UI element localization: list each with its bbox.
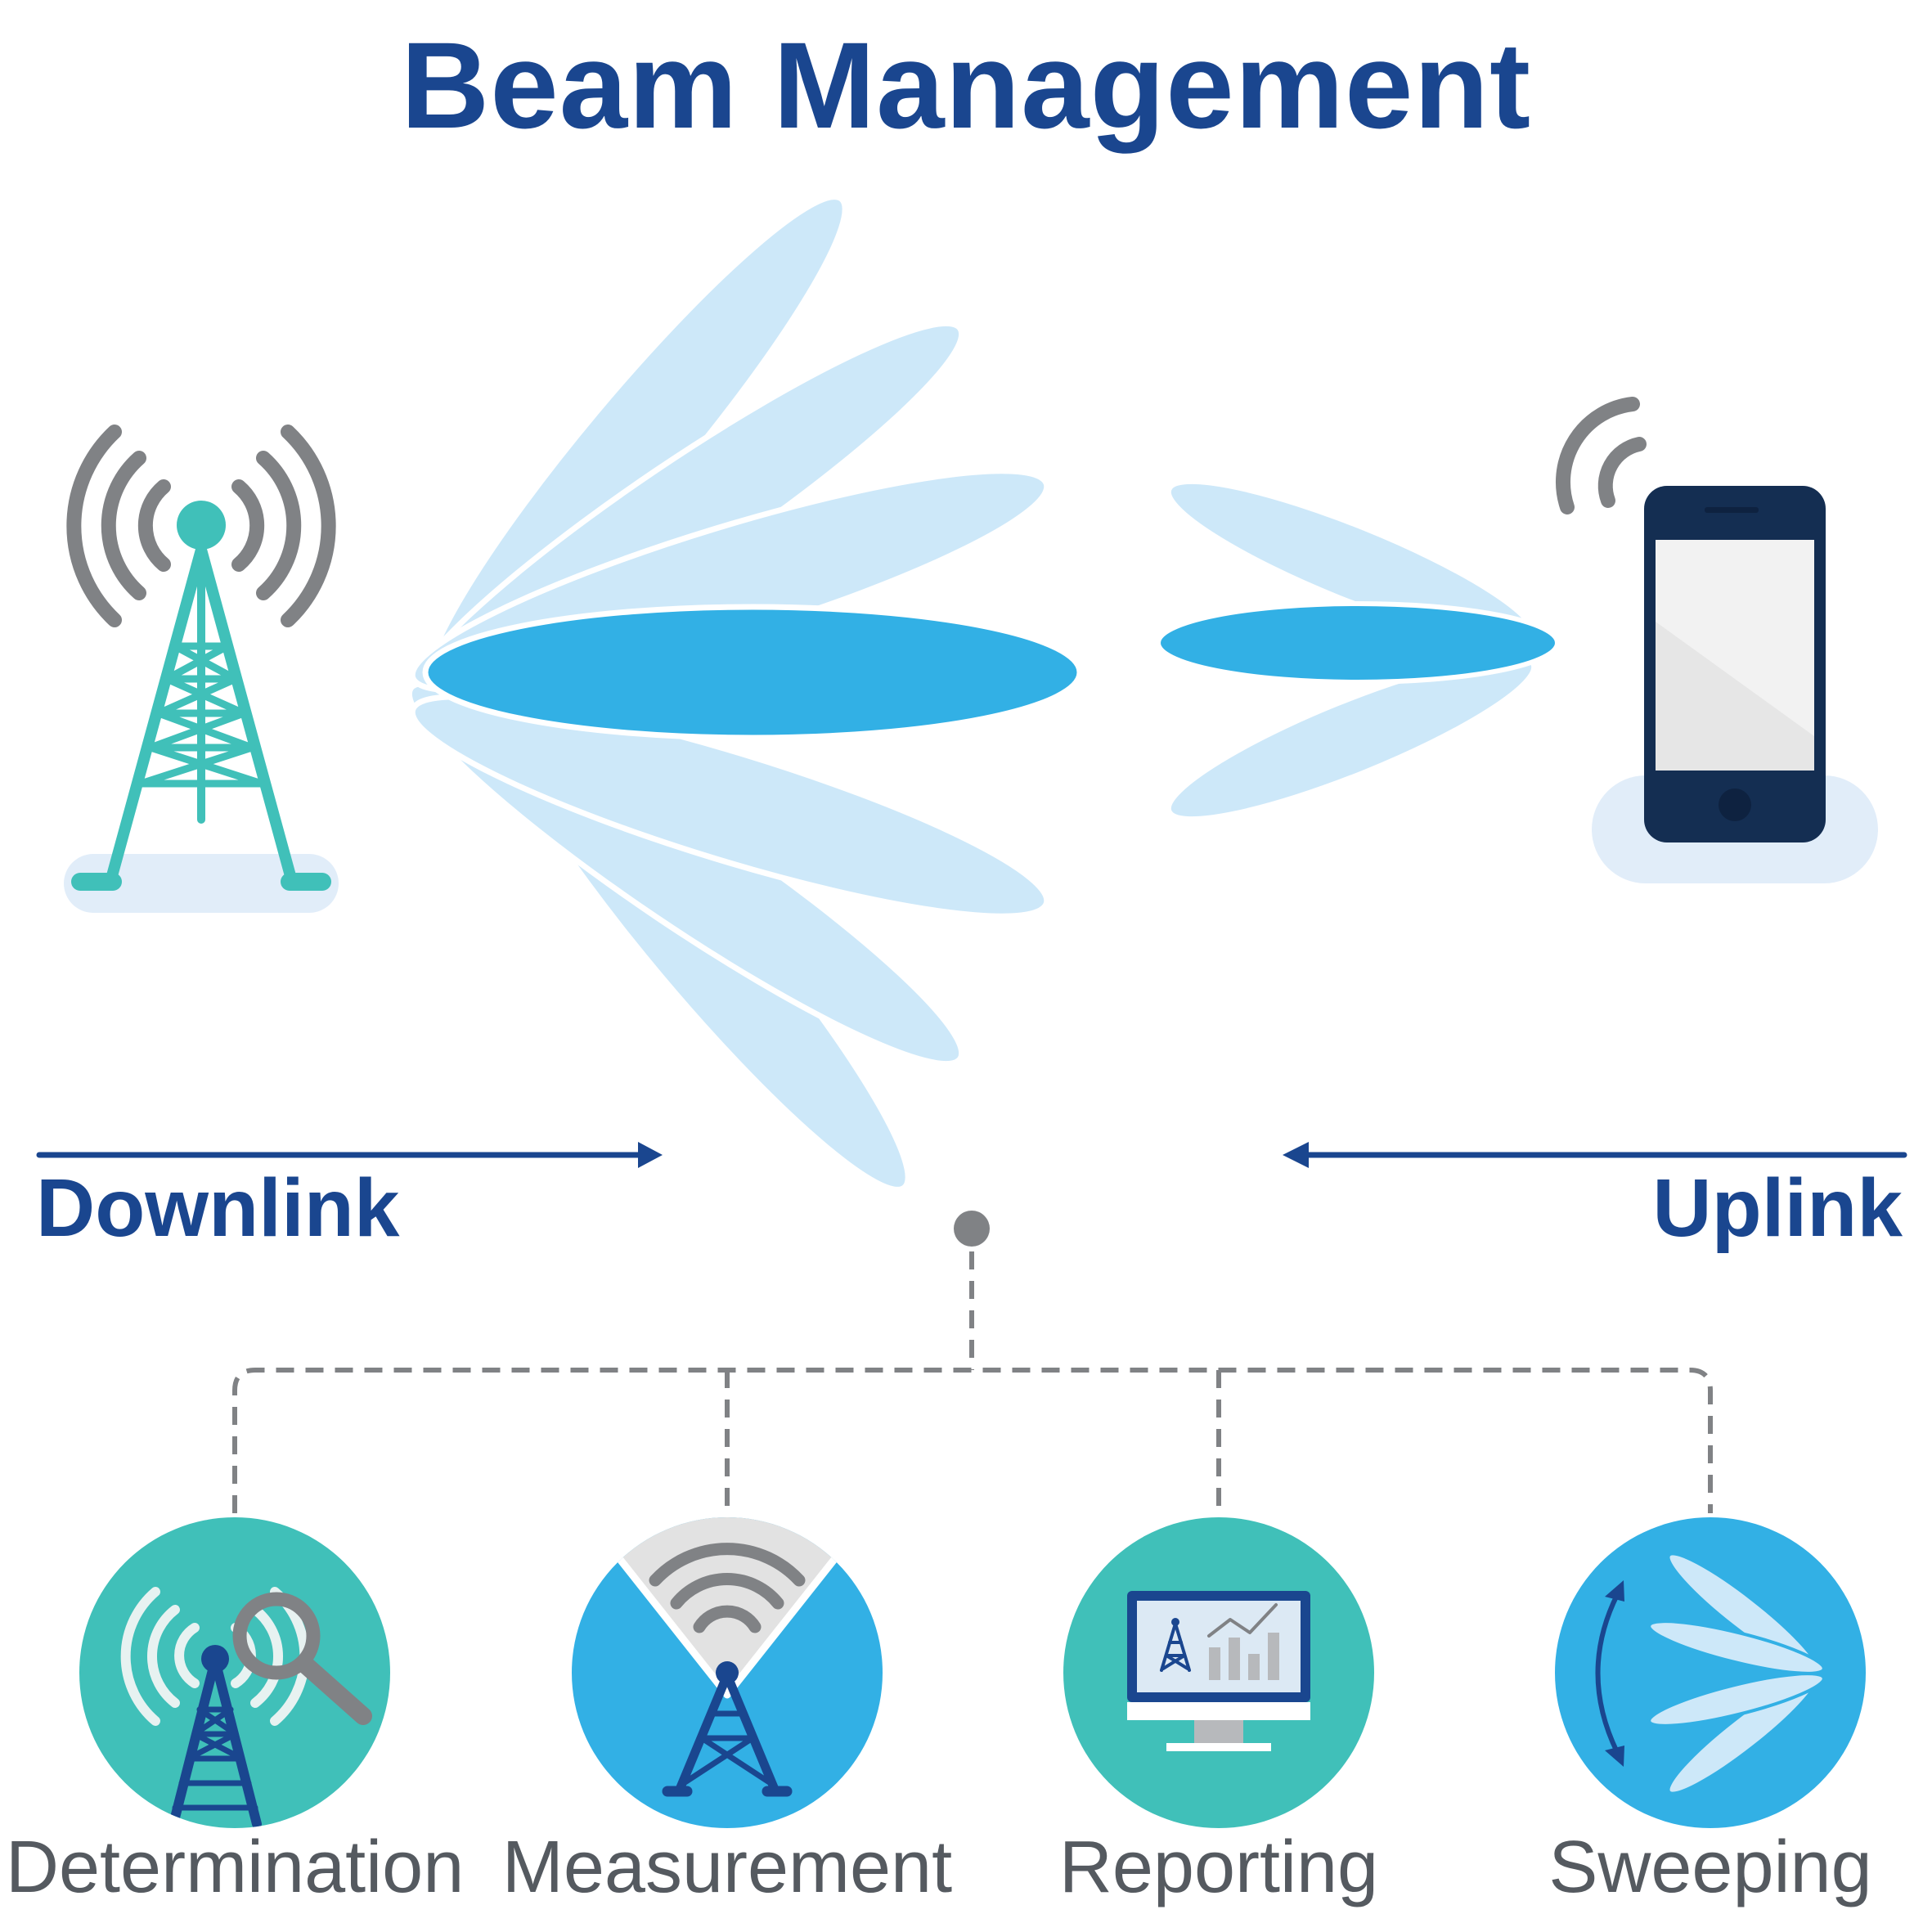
uplink-beam-fan	[1156, 479, 1560, 822]
reporting-icon	[1063, 1517, 1374, 1828]
downlink-beam-fan	[406, 194, 1083, 1193]
uplink-label: Uplink	[1652, 1162, 1903, 1254]
downlink-label: Downlink	[36, 1162, 400, 1254]
uplink-arrow	[1283, 1142, 1907, 1168]
step-label-reporting: Reporting	[1058, 1826, 1379, 1908]
measurement-icon	[572, 1517, 883, 1828]
downlink-arrow	[36, 1142, 663, 1168]
sweeping-icon	[1555, 1517, 1866, 1828]
determination-icon	[79, 1517, 390, 1828]
step-label-sweeping: Sweeping	[1548, 1826, 1872, 1908]
connector-lines	[232, 1251, 1713, 1513]
mobile-phone-icon	[1555, 397, 1878, 883]
connector-node	[954, 1211, 990, 1247]
step-label-measurement: Measurement	[501, 1826, 953, 1908]
active-beam-lobe	[422, 604, 1083, 741]
active-beam-lobe	[1156, 601, 1560, 685]
beam-lobe	[409, 694, 1050, 919]
step-label-determination: Determination	[6, 1826, 465, 1908]
base-station-tower-icon	[64, 425, 339, 913]
page-title: Beam Management	[400, 16, 1532, 154]
